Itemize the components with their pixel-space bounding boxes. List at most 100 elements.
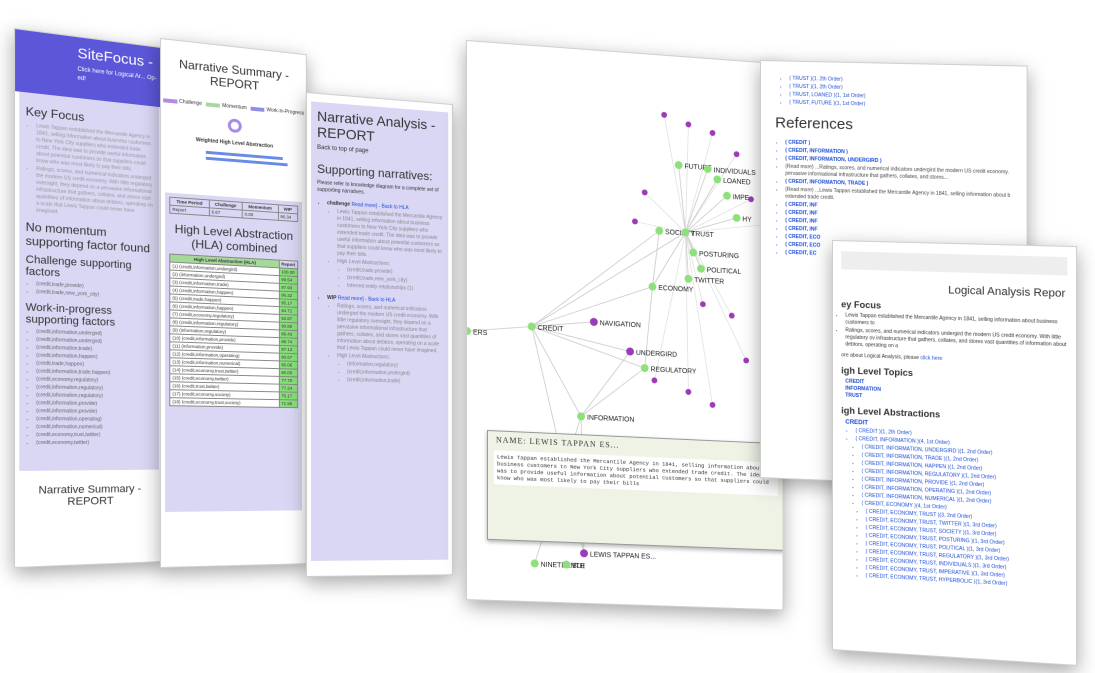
narrative-details: Ratings, scores, and numerical indicator… — [327, 303, 442, 387]
graph-edge — [685, 124, 688, 232]
narrative-text: Lewis Tappan established the Mercantile … — [337, 209, 442, 263]
narrative-summary-title: Narrative Summary - REPORT — [179, 57, 289, 93]
graph-edge — [581, 365, 645, 420]
narrative-summary-footer: Narrative Summary - REPORT — [38, 483, 142, 508]
graph-node-label: LEWIS TAPPAN ES... — [590, 552, 656, 561]
graph-node-label: UNDERGIRD — [636, 350, 677, 359]
hla-section-title: High Level Abstraction (HLA) combined — [174, 221, 294, 256]
wip-item: (credit,information,operating) — [36, 416, 153, 424]
graph-satellite-node[interactable] — [661, 111, 668, 119]
graph-node[interactable] — [674, 160, 683, 170]
narrative-label: challenge — [327, 200, 352, 208]
sitefocus-page: SiteFocus - Click here for Logical Ar...… — [14, 28, 164, 568]
table-cell: Report — [169, 205, 209, 216]
graph-node-label: INDIVIDUALS — [713, 167, 755, 177]
key-focus-item: Ratings, scores, and numerical indicator… — [36, 166, 153, 223]
graph-node[interactable] — [626, 347, 634, 356]
graph-satellite-node[interactable] — [709, 129, 716, 137]
sitefocus-body: Key Focus Lewis Tappan established the M… — [19, 91, 159, 471]
graph-node-label: ECONOMY — [658, 285, 693, 294]
narrative-text: Ratings, scores, and numerical indicator… — [337, 303, 442, 355]
graph-node[interactable] — [697, 264, 705, 273]
graph-satellite-node[interactable] — [728, 312, 735, 319]
graph-node[interactable] — [655, 226, 664, 235]
graph-edge — [581, 349, 630, 419]
graph-satellite-node[interactable] — [651, 377, 658, 384]
graph-node[interactable] — [689, 248, 698, 257]
wip-item: (credit,economy,trust,twitter) — [36, 432, 153, 439]
graph-node[interactable] — [684, 274, 693, 283]
click-here-link[interactable]: click here — [920, 355, 943, 363]
graph-node-label: POLITICAL — [707, 267, 741, 276]
graph-node[interactable] — [467, 327, 472, 336]
graph-node-label: CREDIT — [538, 325, 564, 333]
graph-edge — [652, 230, 685, 288]
graph-node-label: ERS — [473, 329, 488, 337]
graph-node[interactable] — [577, 412, 586, 421]
wip-item: (credit,information,numerical) — [36, 424, 153, 431]
key-focus-list: Lewis Tappan established the Mercantile … — [26, 122, 153, 223]
hla-name: (18) (credit,economy,trust,society) — [169, 397, 279, 408]
hla-bar-chart: Weighted High Level Abstraction — [165, 134, 302, 194]
graph-satellite-node[interactable] — [733, 151, 740, 158]
graph-edge — [532, 327, 581, 417]
chart-legend: Challenge Momentum Work-In-Progress — [161, 97, 306, 118]
challenge-heading: Challenge supporting factors — [25, 253, 132, 280]
graph-edge — [679, 165, 686, 232]
graph-edge — [654, 231, 685, 382]
graph-node-label: LOANED — [723, 178, 751, 187]
narrative-analysis-page: Narrative Analysis - REPORT Back to top … — [306, 92, 453, 577]
graph-node-label: IMPE — [733, 194, 750, 202]
hla-subitem: (credit,information,trade) — [347, 377, 442, 386]
graph-node[interactable] — [527, 322, 536, 331]
graph-node-label: INFORMATION — [587, 415, 634, 424]
graph-edge — [685, 131, 712, 234]
graph-satellite-node[interactable] — [685, 121, 692, 128]
graph-node-label: TWITTER — [694, 277, 724, 286]
wip-item: (credit,information,provide) — [36, 400, 153, 408]
hla-subheading: High Level Abstractions:(information,reg… — [337, 353, 442, 387]
graph-node[interactable] — [580, 549, 588, 558]
graph-edge — [532, 327, 645, 369]
hla-panel: Time Period Challenge Momentum WIP Repor… — [165, 192, 302, 512]
graph-satellite-node[interactable] — [709, 401, 716, 408]
hla-subheading: High Level Abstractions:(credit,trade,pr… — [337, 259, 442, 294]
wip-list: (credit,information,undergird)(credit,in… — [26, 328, 153, 447]
wip-item: (credit,information,provide) — [36, 408, 153, 416]
graph-node[interactable] — [530, 559, 539, 568]
narrative-summary-page: Narrative Summary - REPORT Challenge Mom… — [160, 38, 307, 568]
abstraction-list: ( CREDIT )(1, 2th Order)( CREDIT, INFORM… — [833, 427, 1076, 592]
graph-edge — [532, 223, 686, 335]
graph-satellite-node[interactable] — [699, 301, 706, 308]
graph-node[interactable] — [732, 213, 741, 223]
graph-satellite-node[interactable] — [632, 218, 638, 225]
graph-satellite-node[interactable] — [685, 388, 692, 396]
graph-node[interactable] — [713, 175, 722, 184]
read-more-link[interactable]: Read more] - Back to HLA — [337, 295, 396, 304]
challenge-list: (credit,trade,provide)(credit,trade,new_… — [26, 281, 153, 302]
narrative-analysis-body: Narrative Analysis - REPORT Back to top … — [311, 101, 449, 561]
node-detail-popup[interactable]: NAME: LEWIS TAPPAN ES... Lewis Tappan es… — [486, 429, 784, 551]
narrative-analysis-title: Narrative Analysis - REPORT — [317, 107, 436, 145]
hla-sublist: (information,regulatory)(credit,informat… — [337, 361, 442, 387]
references-title: References — [775, 114, 853, 134]
graph-node[interactable] — [640, 363, 649, 373]
trust-list: ( TRUST )(1. 2th Order)( TRUST )(1, 2th … — [779, 75, 1026, 112]
graph-satellite-node[interactable] — [641, 189, 648, 196]
narratives-intro: Please refer to knowledge diagram for a … — [317, 179, 439, 196]
narrative-list: challenge Read more] - Back to HLA Lewis … — [317, 200, 442, 387]
graph-node[interactable] — [648, 282, 657, 291]
graph-node[interactable] — [589, 317, 598, 327]
graph-node[interactable] — [562, 560, 571, 569]
graph-satellite-node[interactable] — [743, 357, 750, 364]
graph-node-label: NINETEENTH — [541, 562, 585, 571]
wip-item: (credit,economy,twitter) — [36, 440, 153, 447]
hla-row: (18) (credit,economy,trust,society)71.95 — [169, 397, 298, 408]
summary-table: Time Period Challenge Momentum WIP Repor… — [169, 197, 298, 222]
logical-analysis-title: Logical Analysis Repor — [948, 284, 1066, 301]
graph-edge — [652, 230, 659, 287]
graph-node-label: SOCIETY — [665, 229, 695, 238]
